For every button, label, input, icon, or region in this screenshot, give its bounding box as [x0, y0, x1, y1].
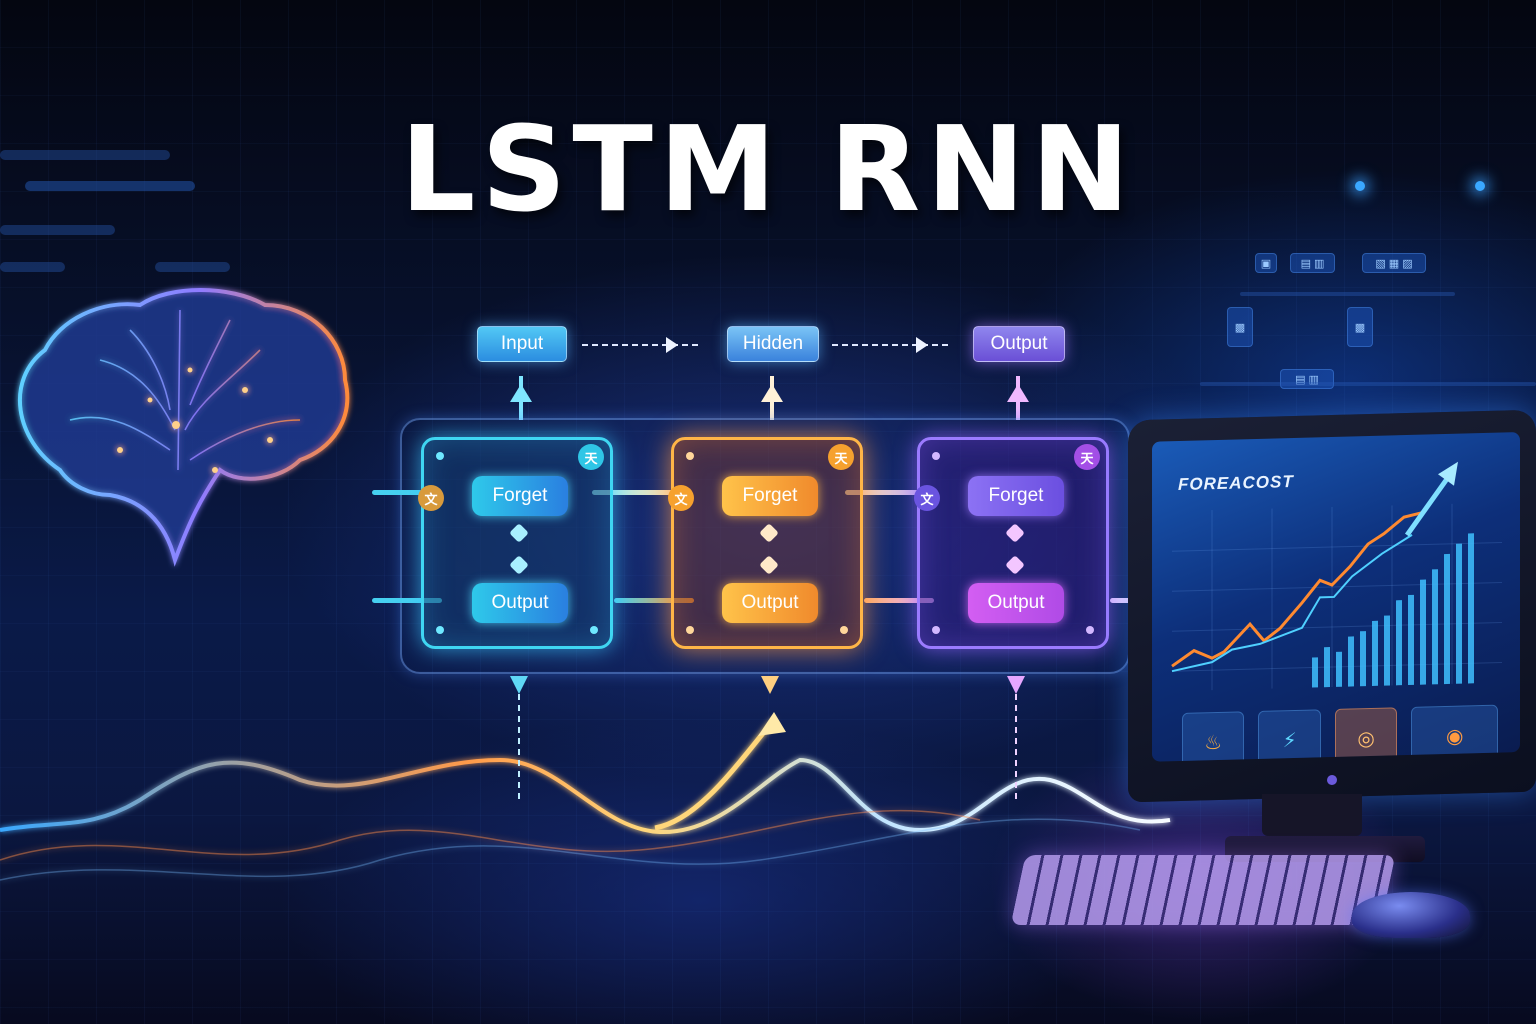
arrow-right-icon [832, 337, 950, 353]
sequence-bars [3, 535, 457, 843]
hud-bar [0, 225, 115, 235]
output-gate: Output [472, 583, 568, 623]
gate-symbol-icon: 文 [914, 485, 940, 511]
forecast-monitor: FOREACOST ♨ ⚡ [1128, 409, 1536, 803]
arrow-down-icon [1007, 676, 1025, 694]
hud-bar [1240, 292, 1455, 296]
node-dot [436, 626, 444, 634]
page-title: LSTM RNN [400, 100, 1136, 238]
arrow-left-icon [372, 490, 422, 495]
arrow-right-icon [582, 337, 700, 353]
hidden-label: Hidden [727, 326, 819, 362]
node-dot [686, 626, 694, 634]
trend-arrow-icon [1438, 461, 1458, 486]
monitor-stand [1262, 794, 1362, 836]
output-gate: Output [722, 583, 818, 623]
arrow-up-icon [761, 376, 783, 420]
hud-icon-box: ▩ [1227, 307, 1253, 347]
node-dot [840, 626, 848, 634]
hud-bar [1200, 382, 1536, 386]
gate-symbol-icon: 天 [828, 444, 854, 470]
lstm-cell-1: 天 文 Forget Output [418, 437, 613, 649]
output-gate: Output [968, 583, 1064, 623]
arrow-down-icon [761, 676, 779, 694]
gate-symbol-icon: 天 [1074, 444, 1100, 470]
forget-gate: Forget [472, 476, 568, 516]
dashed-connector [518, 694, 520, 804]
arrow-up-icon [1007, 376, 1029, 420]
hud-icon-box: ▤ ▥ [1280, 369, 1334, 389]
node-dot [932, 452, 940, 460]
up-trend-arrowhead-icon [758, 712, 786, 736]
node-dot [759, 523, 779, 543]
forget-gate: Forget [722, 476, 818, 516]
output-label: Output [973, 326, 1065, 362]
node-dot [590, 626, 598, 634]
flame-icon[interactable]: ♨ [1182, 711, 1245, 762]
mouse [1352, 892, 1470, 938]
brain-icon [18, 288, 350, 567]
node-dot [1005, 523, 1025, 543]
glow-orb [1475, 181, 1485, 191]
node-dot [509, 555, 529, 575]
app-tiles: ♨ ⚡ ◎ ◉ [1182, 704, 1498, 762]
input-label: Input [477, 326, 567, 362]
dashed-connector [1015, 694, 1017, 804]
connector [845, 490, 935, 495]
gate-symbol-icon: 天 [578, 444, 604, 470]
arrow-up-icon [510, 376, 532, 420]
node-dot [759, 555, 779, 575]
connector [614, 598, 694, 603]
network-icon[interactable]: ⚡ [1258, 709, 1321, 762]
hud-icon-box: ▩ [1347, 307, 1373, 347]
forecast-chart [1171, 461, 1502, 691]
arrow-left-icon [372, 598, 442, 603]
power-button[interactable] [1327, 774, 1337, 786]
glow-orb [1355, 181, 1365, 191]
node-dot [1086, 626, 1094, 634]
hud-bar [155, 262, 230, 272]
hud-icon-box: ▣ [1255, 253, 1277, 273]
node-dot [932, 626, 940, 634]
connector [592, 490, 674, 495]
vault-icon[interactable]: ◎ [1334, 707, 1398, 762]
hud-bar [0, 262, 65, 272]
hud-icon-box: ▤ ▥ [1290, 253, 1335, 273]
forget-gate: Forget [968, 476, 1064, 516]
hud-icon-box: ▧ ▦ ▨ [1362, 253, 1426, 273]
gate-symbol-icon: 文 [418, 485, 444, 511]
gate-symbol-icon: 文 [668, 485, 694, 511]
lstm-cell-3: 天 文 Forget Output [914, 437, 1109, 649]
node-dot [686, 452, 694, 460]
monitor-screen: FOREACOST ♨ ⚡ [1152, 432, 1520, 762]
hud-bar [0, 150, 170, 160]
node-dot [509, 523, 529, 543]
lstm-cell-2: 天 文 Forget Output [668, 437, 863, 649]
arrow-down-icon [510, 676, 528, 694]
target-icon[interactable]: ◉ [1411, 704, 1498, 762]
connector [864, 598, 934, 603]
keyboard [1010, 855, 1396, 925]
node-dot [436, 452, 444, 460]
hud-bar [25, 181, 195, 191]
node-dot [1005, 555, 1025, 575]
